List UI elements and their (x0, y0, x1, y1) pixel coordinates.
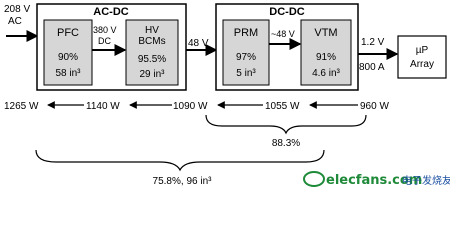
hv-bcm-block (125, 19, 179, 86)
output-current: 800 A (359, 62, 385, 73)
hv-bcm-name: HV (145, 25, 159, 36)
load-name-line2: Array (410, 59, 434, 70)
dc-dc-brace (205, 114, 367, 135)
watermark-site: elecfans.com (326, 173, 422, 188)
pfc-name: PFC (57, 27, 79, 39)
hv-bcm-name-line2: BCMs (138, 36, 165, 47)
total-summary: 75.8%, 96 in³ (153, 176, 213, 187)
watermark-cn: 电子发烧友 (402, 174, 450, 187)
power-flow-input: 1265 W (4, 101, 39, 112)
dc-dc-title: DC-DC (269, 6, 304, 18)
pfc-volume: 58 in³ (55, 68, 81, 79)
vtm-efficiency: 91% (316, 52, 336, 63)
output-voltage: 1.2 V (361, 37, 385, 48)
ac-dc-title: AC-DC (93, 6, 128, 18)
bus-voltage: 48 V (188, 38, 209, 49)
pfc-efficiency: 90% (58, 52, 78, 63)
power-flow-after-pfc: 1140 W (86, 101, 120, 112)
prm-volume: 5 in³ (236, 68, 256, 79)
vtm-name: VTM (314, 27, 337, 39)
power-flow-bus: 1090 W (173, 101, 208, 112)
vtm-volume: 4.6 in³ (312, 68, 340, 79)
input-type-label: AC (8, 16, 22, 27)
prm-name: PRM (234, 27, 258, 39)
pfc-block (43, 19, 93, 86)
load-name: µP (416, 45, 429, 56)
ac-dc-link-type: DC (98, 36, 111, 46)
up-array-block (397, 35, 447, 79)
dc-dc-efficiency: 88.3% (272, 138, 300, 149)
power-flow-output: 960 W (360, 101, 389, 112)
power-conversion-diagram: 208 V AC AC-DC PFC 90% 58 in³ 380 V DC H… (4, 3, 450, 188)
watermark-logo-icon (303, 171, 325, 187)
prm-block (222, 19, 270, 86)
dc-dc-link-voltage: ~48 V (271, 29, 295, 39)
prm-efficiency: 97% (236, 52, 256, 63)
vtm-block (300, 19, 352, 86)
total-brace (35, 149, 325, 172)
power-flow-after-prm: 1055 W (265, 101, 300, 112)
hv-bcm-volume: 29 in³ (139, 69, 165, 80)
ac-dc-link-voltage: 380 V (93, 25, 117, 35)
input-voltage-label: 208 V (4, 4, 30, 15)
elecfans-watermark: elecfans.com 电子发烧友 (303, 171, 450, 188)
hv-bcm-efficiency: 95.5% (138, 54, 166, 65)
